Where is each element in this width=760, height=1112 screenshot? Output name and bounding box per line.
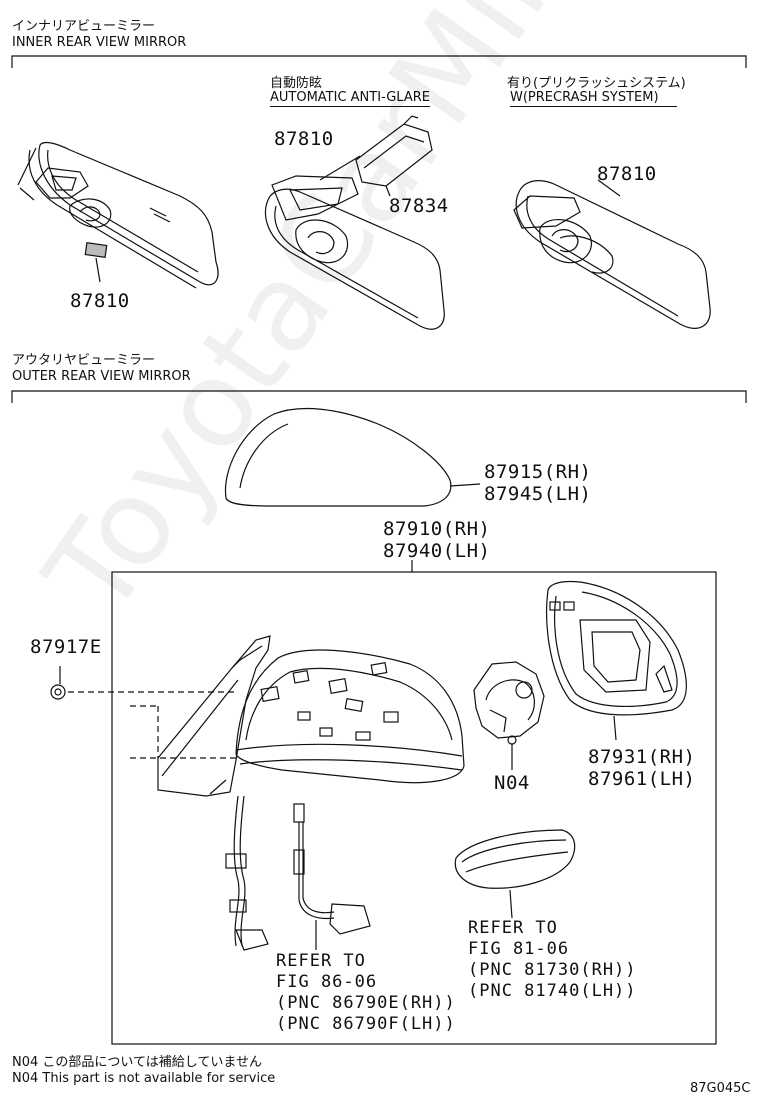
part-number-87834[interactable]: 87834 — [389, 195, 449, 217]
inner-section-title-en: INNER REAR VIEW MIRROR — [12, 35, 187, 50]
mirror-cover-drawing — [224, 407, 481, 507]
ref-wire-line4: (PNC 86790F(LH)) — [276, 1014, 456, 1034]
inner-section-bracket — [11, 55, 747, 68]
outer-section-title-en: OUTER REAR VIEW MIRROR — [12, 369, 191, 384]
part-number-87940[interactable]: 87940(LH) — [383, 540, 491, 562]
actuator-n04-drawing — [473, 661, 545, 770]
footnote-jp: N04 この部品については補給していません — [12, 1055, 262, 1070]
locator-dashed-lines — [68, 691, 236, 759]
ref-signal-line3: (PNC 81730(RH)) — [468, 960, 637, 980]
footnote-en: N04 This part is not available for servi… — [12, 1071, 276, 1086]
precrash-label-jp: 有り(プリクラッシュシステム) — [507, 76, 686, 91]
part-number-87810-standard[interactable]: 87810 — [70, 290, 130, 312]
figure-code: 87G045C — [690, 1081, 751, 1096]
part-number-87810-precrash[interactable]: 87810 — [597, 163, 657, 185]
anti-glare-label-en: AUTOMATIC ANTI-GLARE — [270, 90, 430, 107]
heater-wire-drawing — [293, 803, 371, 950]
anti-glare-label-jp: 自動防眩 — [270, 76, 323, 91]
ref-signal-line4: (PNC 81740(LH)) — [468, 981, 637, 1001]
precrash-label-en: W(PRECRASH SYSTEM) — [510, 90, 677, 107]
ref-wire-line1[interactable]: REFER TO — [276, 951, 366, 971]
ref-signal-line1[interactable]: REFER TO — [468, 918, 558, 938]
nut-87917e-drawing — [50, 666, 66, 700]
turn-signal-drawing — [454, 829, 576, 919]
part-number-87917e[interactable]: 87917E — [30, 636, 102, 658]
ref-wire-line3: (PNC 86790E(RH)) — [276, 993, 456, 1013]
inner-section-title-jp: インナリアビューミラー — [12, 19, 156, 34]
ref-wire-line2[interactable]: FIG 86-06 — [276, 972, 378, 992]
part-number-87915[interactable]: 87915(RH) — [484, 461, 592, 483]
outer-section-title-jp: アウタリヤビューミラー — [12, 353, 156, 368]
inner-mirror-anti-glare-drawing — [264, 115, 445, 330]
ref-signal-line2[interactable]: FIG 81-06 — [468, 939, 570, 959]
outer-section-bracket — [11, 390, 747, 403]
mirror-base-drawing — [157, 635, 271, 797]
mirror-glass-drawing — [546, 580, 687, 741]
part-number-87945[interactable]: 87945(LH) — [484, 483, 592, 505]
inner-mirror-standard-drawing — [17, 141, 219, 289]
part-number-87910[interactable]: 87910(RH) — [383, 518, 491, 540]
assembly-outline-box — [111, 571, 717, 1045]
mirror-visor-drawing — [235, 649, 465, 784]
wire-harness-drawing — [225, 795, 269, 951]
part-number-87961[interactable]: 87961(LH) — [588, 768, 696, 790]
part-number-87931[interactable]: 87931(RH) — [588, 746, 696, 768]
part-number-87810-antiglare[interactable]: 87810 — [274, 128, 334, 150]
inner-mirror-precrash-drawing — [513, 179, 711, 329]
part-number-n04[interactable]: N04 — [494, 772, 530, 794]
